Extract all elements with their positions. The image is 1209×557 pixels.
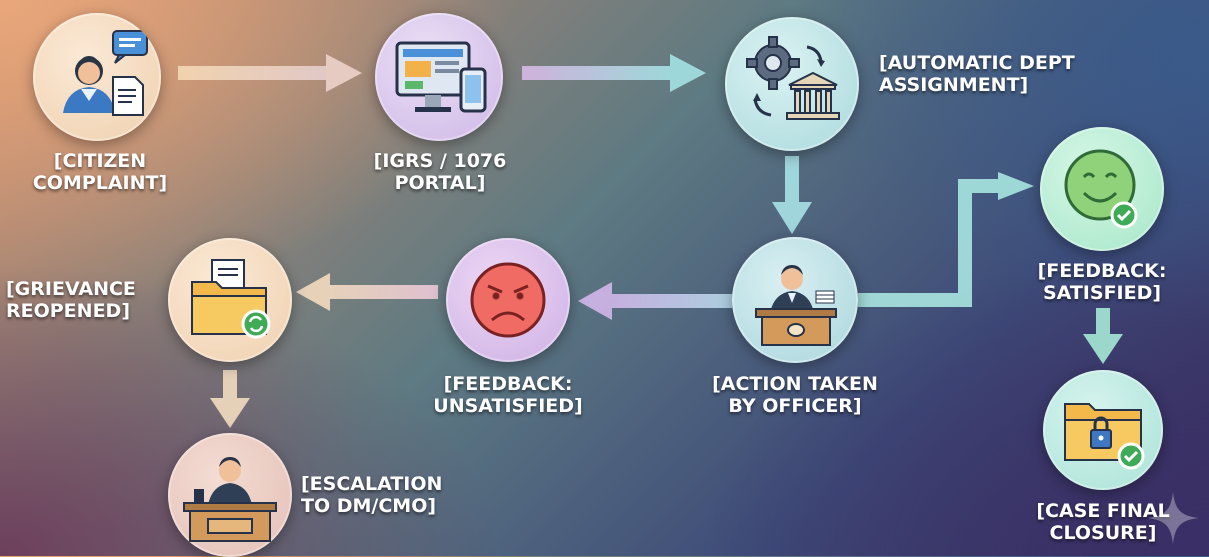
citizen-complaint-label-line2: COMPLAINT]: [32, 172, 168, 194]
igrs-portal-label-line2: PORTAL]: [394, 172, 486, 194]
igrs-portal-label: [IGRS / 1076 PORTAL]: [360, 150, 520, 194]
folder-refresh-icon: [191, 259, 271, 339]
grievance-reopened-label-line1: [GRIEVANCE: [6, 278, 136, 300]
auto-dept-label-line1: [AUTOMATIC DEPT: [879, 52, 1075, 74]
case-closure-label: [CASE FINAL CLOSURE]: [1020, 500, 1186, 544]
escalation-label-line1: [ESCALATION: [301, 473, 443, 495]
locked-folder-icon: [1064, 403, 1145, 470]
action-officer-label-line2: BY OFFICER]: [728, 395, 862, 417]
auto-dept-label: [AUTOMATIC DEPT ASSIGNMENT]: [879, 52, 1075, 96]
citizen-complaint-label-line1: [CITIZEN: [53, 150, 147, 172]
arrow-officer-to-unsatisfied: [578, 282, 732, 320]
feedback-satisfied-label-line2: SATISFIED]: [1042, 282, 1162, 304]
feedback-unsatisfied-label-line1: [FEEDBACK:: [443, 373, 573, 395]
computer-monitor-icon: [395, 41, 487, 113]
case-closure-label-line1: [CASE FINAL: [1036, 500, 1170, 522]
citizen-complaint-icon: [63, 30, 148, 116]
sparkle-icon: [1147, 492, 1199, 544]
officer-desk-icon: [755, 265, 837, 346]
feedback-unsatisfied-label: [FEEDBACK: UNSATISFIED]: [418, 373, 598, 417]
arrow-complaint-to-portal: [178, 54, 362, 92]
arrow-officer-to-satisfied: [858, 172, 1034, 307]
igrs-portal-label-line1: [IGRS / 1076: [373, 150, 507, 172]
escalation-label: [ESCALATION TO DM/CMO]: [301, 473, 442, 517]
feedback-unsatisfied-node: [446, 238, 570, 362]
auto-dept-label-line2: ASSIGNMENT]: [879, 74, 1029, 96]
citizen-complaint-node: [33, 13, 161, 141]
case-closure-node: [1043, 370, 1163, 490]
action-officer-label-line1: [ACTION TAKEN: [712, 373, 878, 395]
auto-dept-node: [725, 17, 859, 151]
feedback-satisfied-node: [1040, 127, 1164, 251]
action-officer-node: [732, 237, 858, 363]
arrow-unsatisfied-to-reopened: [296, 273, 438, 311]
igrs-portal-node: [375, 13, 503, 141]
arrow-satisfied-to-closure: [1083, 308, 1123, 364]
grievance-reopened-node: [168, 238, 292, 362]
senior-officer-desk-icon: [183, 457, 277, 542]
angry-face-icon: [470, 262, 546, 338]
case-closure-label-line2: CLOSURE]: [1049, 522, 1157, 544]
gear-and-building-icon: [746, 36, 840, 120]
citizen-complaint-label: [CITIZEN COMPLAINT]: [20, 150, 180, 194]
arrow-reopened-to-escalation: [210, 370, 250, 428]
happy-face-icon: [1064, 149, 1138, 229]
feedback-unsatisfied-label-line2: UNSATISFIED]: [433, 395, 583, 417]
action-officer-label: [ACTION TAKEN BY OFFICER]: [705, 373, 885, 417]
arrow-dept-to-officer: [772, 156, 812, 234]
grievance-reopened-label: [GRIEVANCE REOPENED]: [6, 278, 136, 322]
grievance-reopened-label-line2: REOPENED]: [6, 300, 131, 322]
arrow-portal-to-dept: [522, 54, 706, 92]
escalation-node: [168, 433, 292, 557]
escalation-label-line2: TO DM/CMO]: [301, 495, 437, 517]
feedback-satisfied-label-line1: [FEEDBACK:: [1037, 260, 1167, 282]
feedback-satisfied-label: [FEEDBACK: SATISFIED]: [1020, 260, 1184, 304]
